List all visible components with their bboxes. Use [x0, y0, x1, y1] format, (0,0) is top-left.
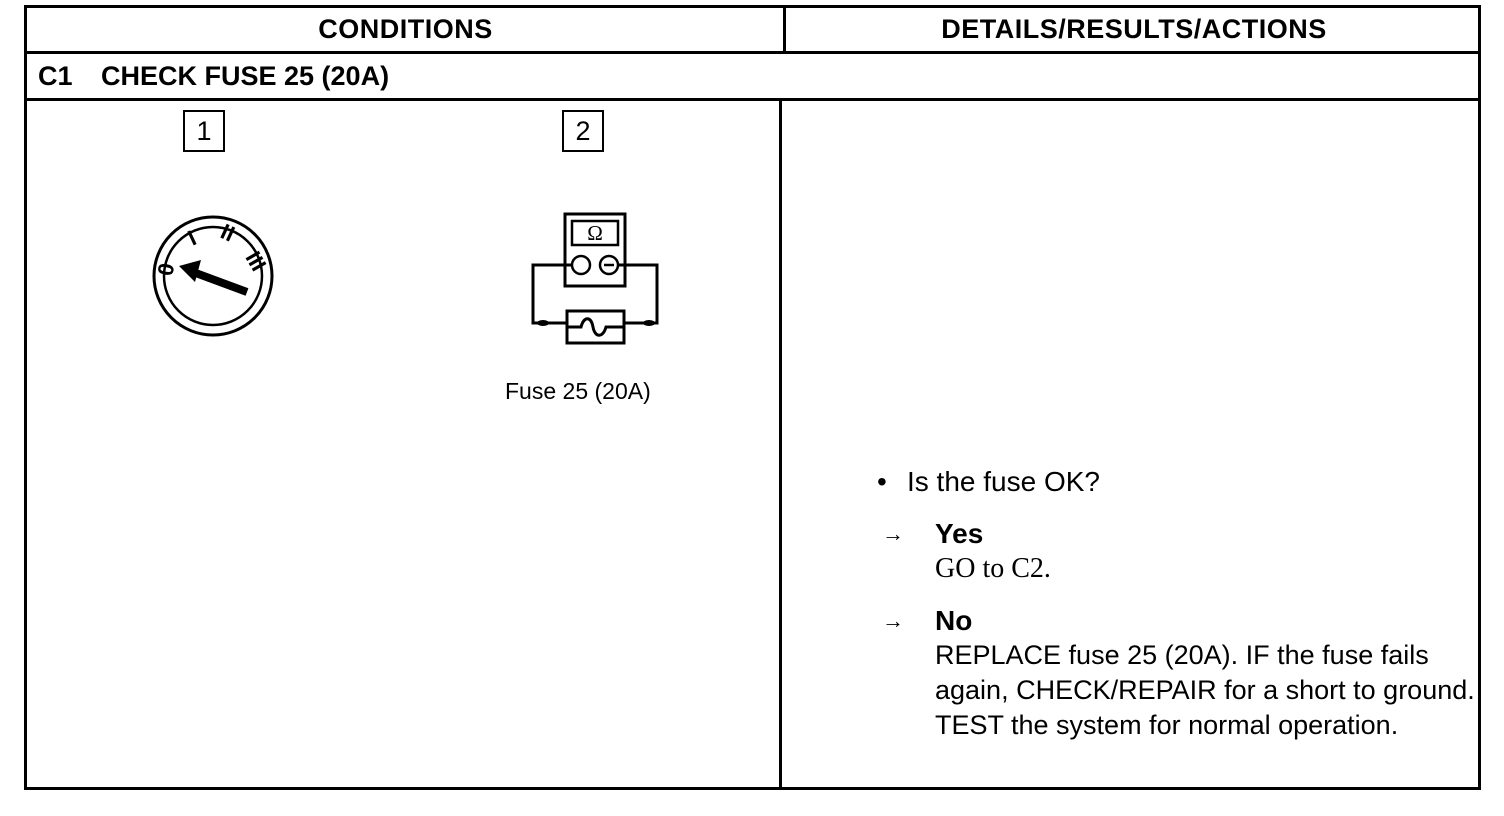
body-divider — [779, 101, 782, 790]
ignition-position-label: 0 — [152, 261, 179, 277]
header-rule — [27, 51, 1478, 54]
step-number-1: 1 — [183, 110, 225, 152]
yes-action: GO to C2. — [935, 553, 1051, 584]
question-line: • Is the fuse OK? — [877, 466, 1100, 498]
no-label: No — [935, 605, 973, 636]
fuse-caption: Fuse 25 (20A) — [505, 378, 651, 404]
header-divider — [783, 8, 786, 51]
right-arrow-icon: → — [882, 521, 904, 546]
step-name: CHECK FUSE 25 (20A) — [101, 61, 390, 91]
ignition-switch-icon: 0 I II III — [152, 215, 274, 337]
diagnostic-table: CONDITIONS DETAILS/RESULTS/ACTIONS C1 CHE… — [24, 5, 1481, 790]
step-code: C1 — [38, 61, 73, 91]
ohm-symbol: Ω — [587, 221, 603, 245]
no-action: REPLACE fuse 25 (20A). IF the fuse fails… — [935, 640, 1475, 740]
details-header: DETAILS/RESULTS/ACTIONS — [941, 14, 1327, 44]
step-number-2: 2 — [562, 110, 604, 152]
step-title: C1 CHECK FUSE 25 (20A) — [38, 54, 389, 98]
bullet-icon: • — [877, 466, 887, 497]
question-text: Is the fuse OK? — [907, 466, 1100, 497]
step-rule — [27, 98, 1478, 101]
conditions-header: CONDITIONS — [318, 14, 493, 44]
yes-label: Yes — [935, 518, 984, 549]
right-arrow-icon: → — [882, 608, 904, 633]
ohmmeter-fuse-icon: Ω — [531, 212, 659, 345]
